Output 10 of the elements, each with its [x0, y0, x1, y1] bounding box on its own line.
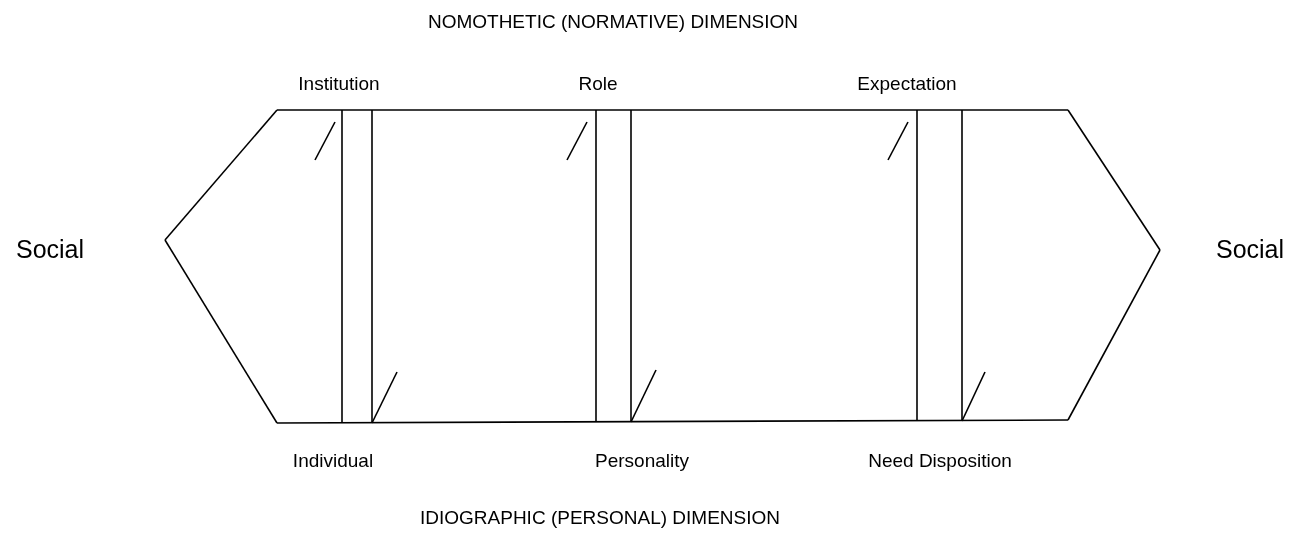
side-label: Social: [1215, 236, 1285, 264]
part-label: Need Disposition: [868, 450, 1012, 472]
part-label: Role: [578, 73, 618, 95]
dimension-heading: NOMOTHETIC (NORMATIVE) DIMENSION: [427, 11, 799, 33]
part-label: Expectation: [857, 73, 957, 95]
dimension-heading: IDIOGRAPHIC (PERSONAL) DIMENSION: [420, 507, 780, 529]
part-label: Personality: [595, 450, 689, 472]
part-label: Institution: [298, 73, 380, 95]
side-label: Social: [15, 236, 85, 264]
part-label: Individual: [292, 450, 374, 472]
